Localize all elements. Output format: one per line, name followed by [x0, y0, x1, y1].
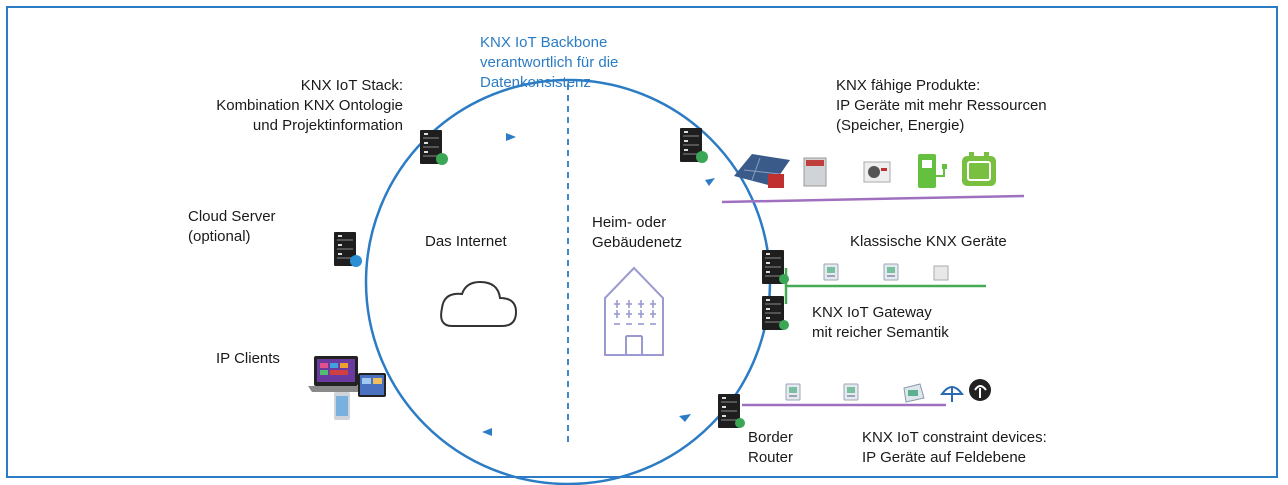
border-router-label: Border Router	[748, 429, 794, 466]
house-icon	[604, 266, 664, 356]
sensor-icon	[940, 386, 964, 402]
ring-arrow	[705, 178, 715, 186]
heat-pump-icon	[803, 157, 827, 187]
iot-stack-label: KNX IoT Stack: Kombination KNX Ontologie…	[216, 77, 403, 134]
home-network-label: Heim- oder Gebäudenetz	[592, 214, 683, 251]
diagram-frame	[6, 6, 1278, 478]
server-icon	[333, 231, 362, 267]
solar-panel-icon	[734, 154, 790, 188]
server-icon	[717, 393, 745, 429]
heat-pump-icon	[863, 161, 891, 183]
ring-arrow	[679, 414, 691, 422]
knx-switch-icon	[823, 263, 839, 281]
sensor-icon	[969, 379, 991, 401]
tablet-icon	[358, 373, 386, 397]
ring-arrow	[482, 428, 492, 436]
ip-clients-label: IP Clients	[216, 350, 280, 367]
ring-arrow	[506, 133, 516, 141]
cloud-icon	[440, 280, 518, 327]
ev-charger-icon	[918, 154, 947, 188]
knx-products-label: KNX fähige Produkte: IP Geräte mit mehr …	[836, 77, 1047, 134]
knx-switch-icon	[883, 263, 899, 281]
sensor-icon	[903, 383, 925, 403]
cloud-server-label: Cloud Server (optional)	[188, 208, 276, 245]
server-icon	[679, 127, 708, 163]
sensor-icon	[785, 383, 801, 401]
ip-network-line	[721, 194, 1025, 204]
iot-gateway-label: KNX IoT Gateway mit reicher Semantik	[812, 304, 949, 341]
server-icon	[419, 129, 448, 165]
internet-label: Das Internet	[425, 233, 507, 250]
sensor-icon	[843, 383, 859, 401]
server-icon	[761, 295, 789, 331]
laptop-icon	[308, 356, 364, 392]
classic-knx-label: Klassische KNX Geräte	[850, 233, 1007, 250]
smartphone-icon	[334, 392, 350, 420]
constraint-devices-label: KNX IoT constraint devices: IP Geräte au…	[862, 429, 1047, 466]
server-icon	[761, 249, 789, 285]
backbone-label: KNX IoT Backbone verantwortlich für die …	[480, 34, 619, 91]
sensor-icon	[933, 265, 949, 281]
battery-icon	[962, 152, 996, 186]
